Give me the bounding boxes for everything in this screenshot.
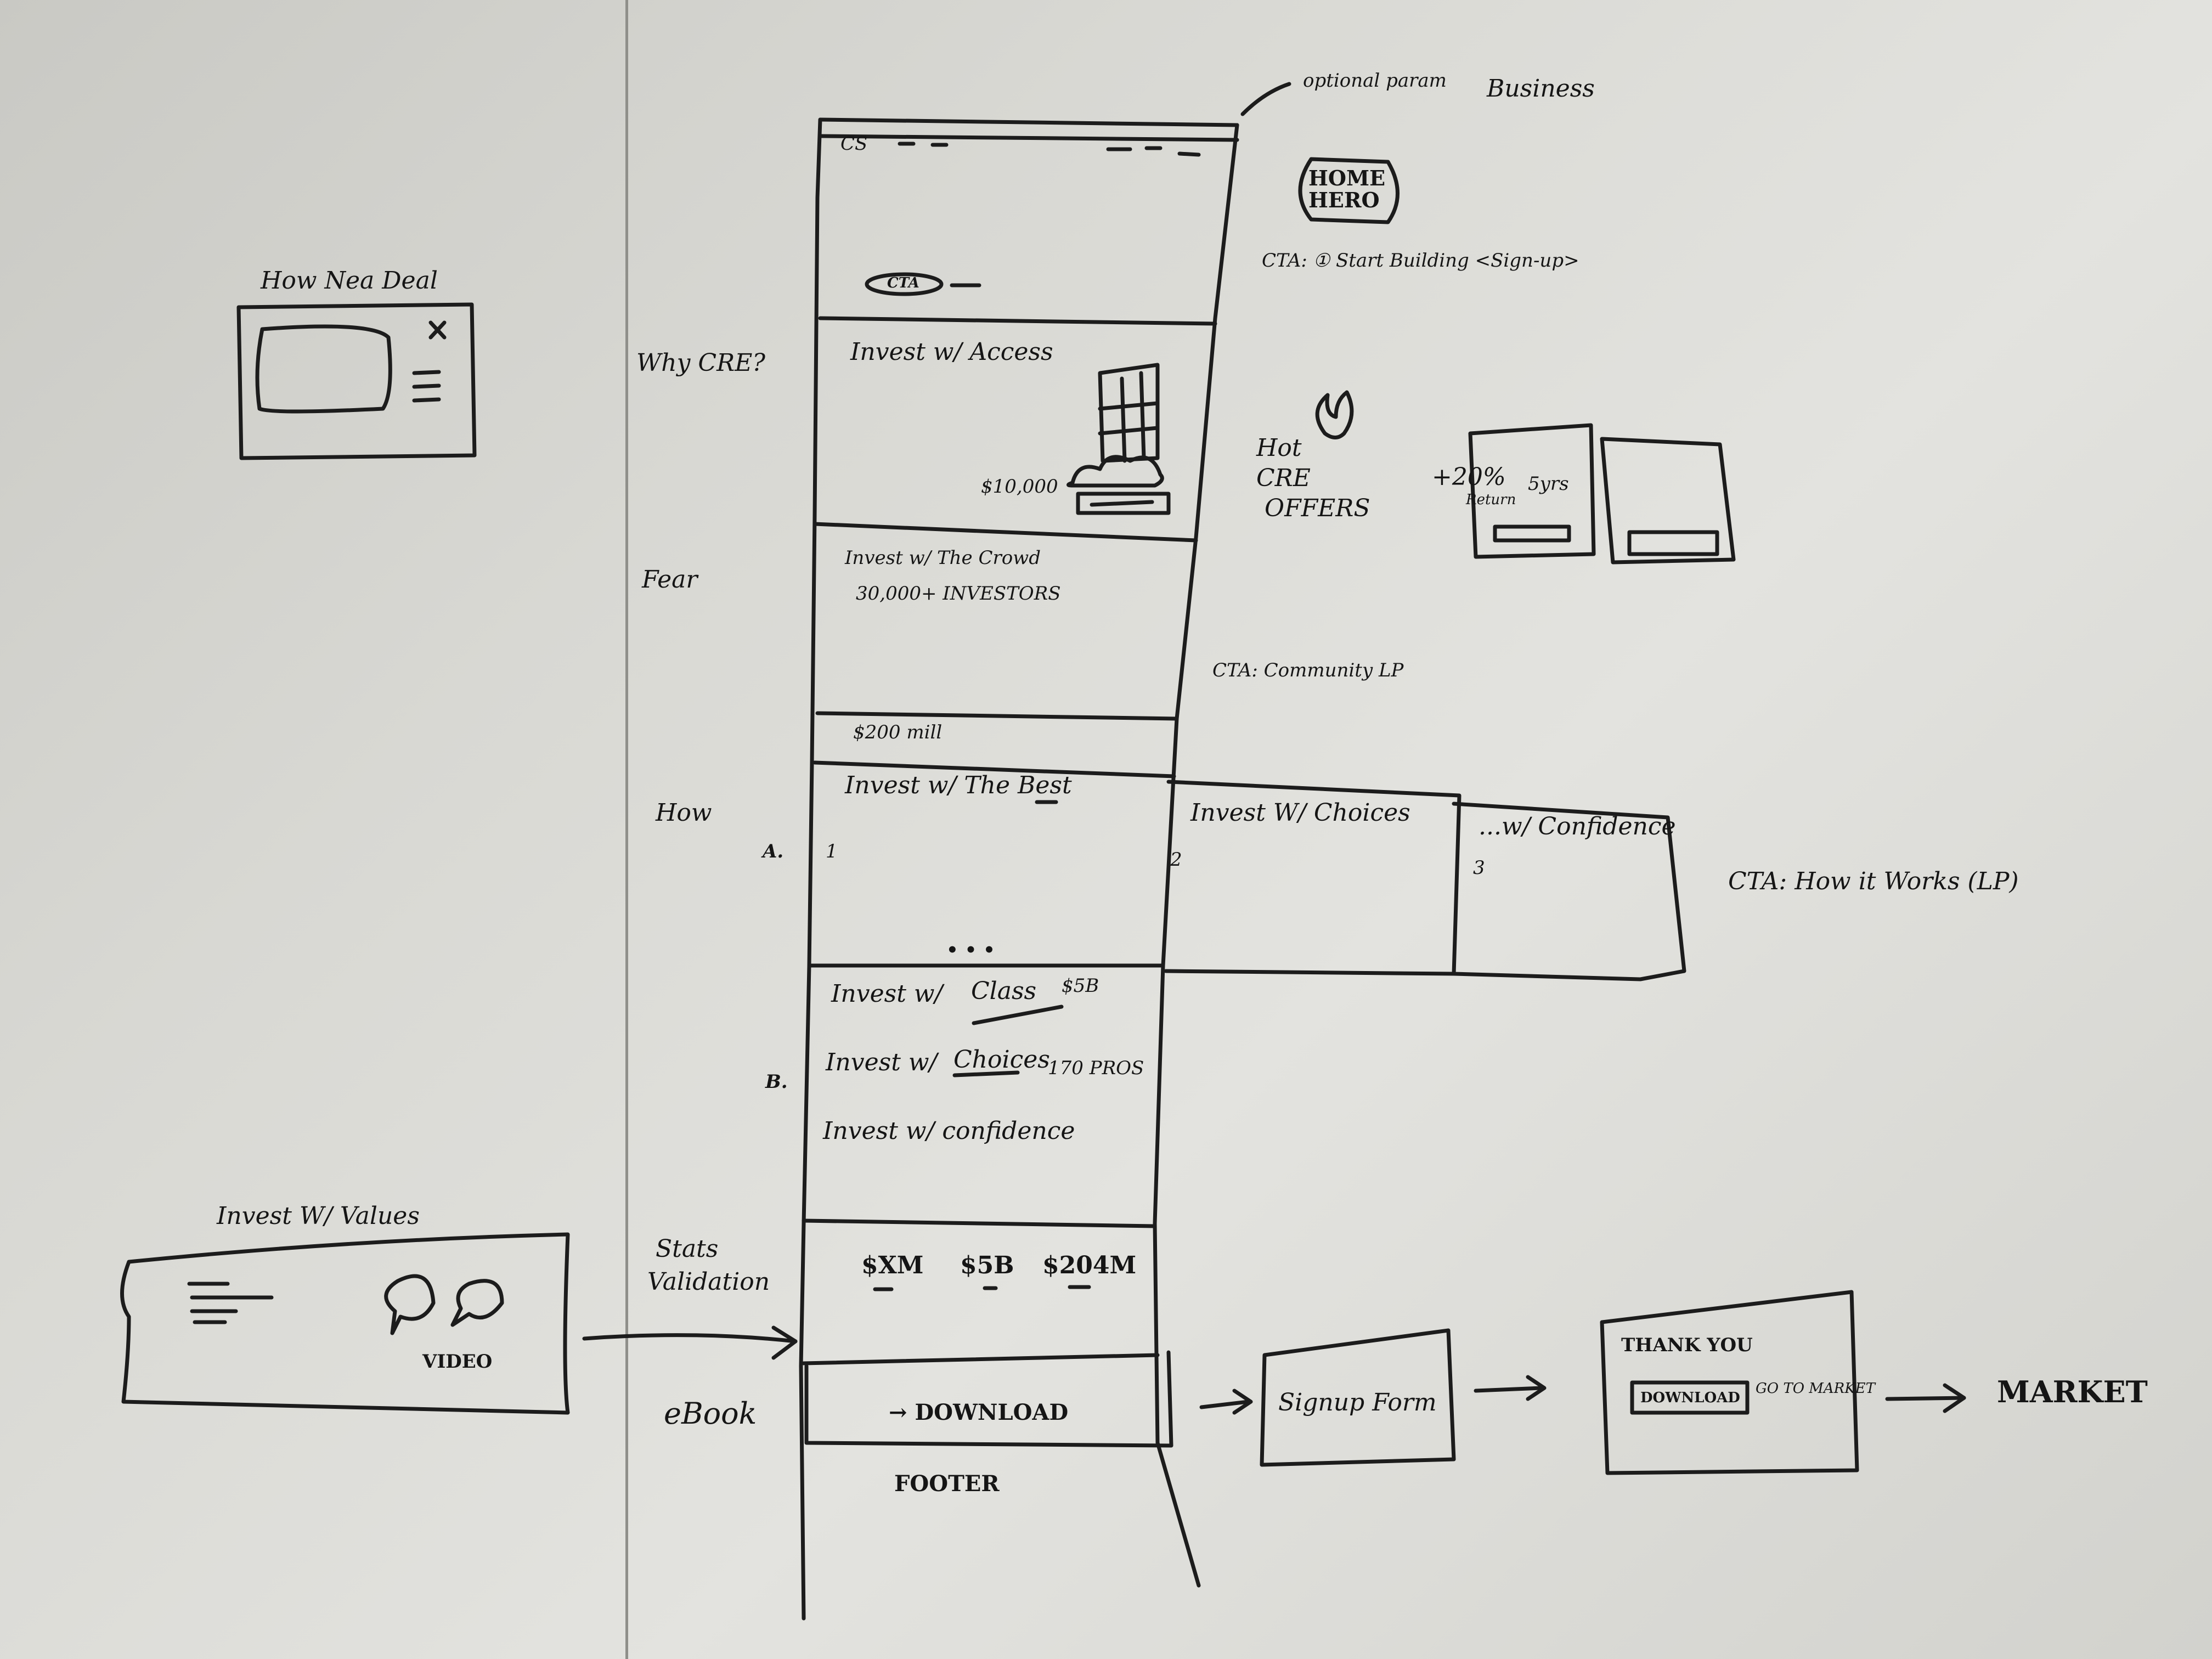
access-divider <box>812 522 1198 543</box>
home-hero-circle <box>1298 157 1400 224</box>
list-line2-b: Choices <box>953 1046 1050 1074</box>
values-arrow <box>582 1333 798 1344</box>
stats-divider <box>802 1353 1160 1365</box>
wireframe-outline <box>799 117 822 1621</box>
label-fear: Fear <box>642 566 698 594</box>
label-stats: Stats <box>656 1235 719 1263</box>
thank-you-box <box>1600 1290 1859 1475</box>
crowd-divider <box>815 711 1179 721</box>
confidence-card <box>1452 802 1686 981</box>
list-line2-c: 170 PROS <box>1048 1057 1144 1079</box>
confidence-title: ...w/ Confidence <box>1479 812 1676 840</box>
board-seam <box>625 0 628 1659</box>
confidence-num: 3 <box>1473 857 1485 879</box>
list-line1-c: $5B <box>1062 975 1099 997</box>
label-ebook: eBook <box>664 1396 757 1431</box>
list-divider <box>802 1218 1157 1228</box>
flow-arrow-2 <box>1474 1386 1544 1393</box>
offer-card-text-b: Return <box>1466 492 1516 508</box>
choices-card <box>1164 780 1462 976</box>
offers-title-3: OFFERS <box>1265 494 1370 522</box>
building-icon <box>1098 363 1160 463</box>
access-amount: $10,000 <box>981 476 1058 498</box>
modal-video-box <box>255 324 392 414</box>
hero-cta-label[interactable]: CTA <box>887 275 919 291</box>
list-line1-b: Class <box>971 977 1037 1005</box>
modal-frame <box>236 302 477 460</box>
play-icon-2 <box>450 1279 504 1327</box>
offer-card-2 <box>1600 437 1736 565</box>
crowd-investors: 30,000+ INVESTORS <box>856 583 1061 605</box>
label-how: How <box>656 799 712 827</box>
label-b: B. <box>765 1071 788 1093</box>
download-box <box>804 1350 1173 1448</box>
label-validation: Validation <box>647 1268 770 1296</box>
offers-title-2: CRE <box>1256 464 1311 492</box>
offer-card-1 <box>1468 423 1596 559</box>
offers-cta: CTA: Community LP <box>1212 659 1404 681</box>
modal-title: How Nea Deal <box>261 267 438 295</box>
home-hero-label: HOME HERO <box>1308 166 1386 212</box>
list-line1-a: Invest w/ <box>831 980 943 1008</box>
flow-arrow-1 <box>1199 1400 1250 1409</box>
mill-divider <box>812 760 1176 778</box>
stat-2: $5B <box>960 1251 1014 1279</box>
download-btn-box <box>1630 1380 1750 1415</box>
top-note-word: Business <box>1487 75 1595 103</box>
wireframe-right-edge <box>1153 123 1239 1588</box>
list-line2-a: Invest w/ <box>826 1048 938 1076</box>
play-icon-1 <box>384 1274 436 1335</box>
download-text[interactable]: → DOWNLOAD <box>889 1400 1069 1425</box>
how-cta: CTA: How it Works (LP) <box>1728 867 2019 895</box>
signup-box <box>1260 1328 1456 1467</box>
offer-card-text-c: 5yrs <box>1528 473 1569 495</box>
market-label: MARKET <box>1997 1374 2148 1409</box>
access-button <box>1076 492 1171 515</box>
hero-cta-note: CTA: ① Start Building <Sign-up> <box>1262 250 1579 272</box>
values-box <box>120 1232 570 1415</box>
access-title: Invest w/ Access <box>850 338 1053 366</box>
best-title: Invest w/ The Best <box>845 771 1072 799</box>
choices-num: 2 <box>1170 849 1182 871</box>
thank-you-label: THANK YOU <box>1621 1334 1753 1356</box>
footer-text: FOOTER <box>894 1471 1000 1497</box>
hero-browser-bar <box>818 134 1239 142</box>
go-to-market-link[interactable]: GO TO MARKET <box>1756 1380 1875 1397</box>
stat-1: $XM <box>861 1251 924 1279</box>
best-num: 1 <box>826 840 838 862</box>
label-a: A. <box>763 840 784 862</box>
values-title: Invest W/ Values <box>217 1202 420 1230</box>
choices-title: Invest W/ Choices <box>1190 799 1410 827</box>
offers-title-1: Hot <box>1256 434 1302 462</box>
hero-logo: CS <box>840 133 868 155</box>
stat-3: $204M <box>1042 1251 1137 1279</box>
fire-icon <box>1315 390 1354 439</box>
hero-divider <box>818 316 1217 326</box>
close-icon-b <box>428 320 447 340</box>
cloud-icon <box>1066 455 1164 488</box>
top-note-arrow <box>1240 82 1291 116</box>
top-note-prefix: optional param <box>1303 70 1447 92</box>
hero-top-line <box>818 117 1239 127</box>
best-dots: • • • <box>946 939 995 961</box>
flow-arrow-3 <box>1885 1396 1966 1401</box>
values-video-label: VIDEO <box>422 1351 493 1373</box>
offer-card-text-a: +20% <box>1432 463 1506 491</box>
mill-text: $200 mill <box>853 721 943 743</box>
crowd-title: Invest w/ The Crowd <box>845 547 1041 569</box>
signup-form-label: Signup Form <box>1278 1389 1437 1417</box>
list-line3: Invest w/ confidence <box>823 1117 1075 1145</box>
label-why-cre: Why CRE? <box>636 349 765 377</box>
thank-you-download-button[interactable]: DOWNLOAD <box>1640 1390 1740 1406</box>
hero-cta-pill <box>865 272 944 296</box>
